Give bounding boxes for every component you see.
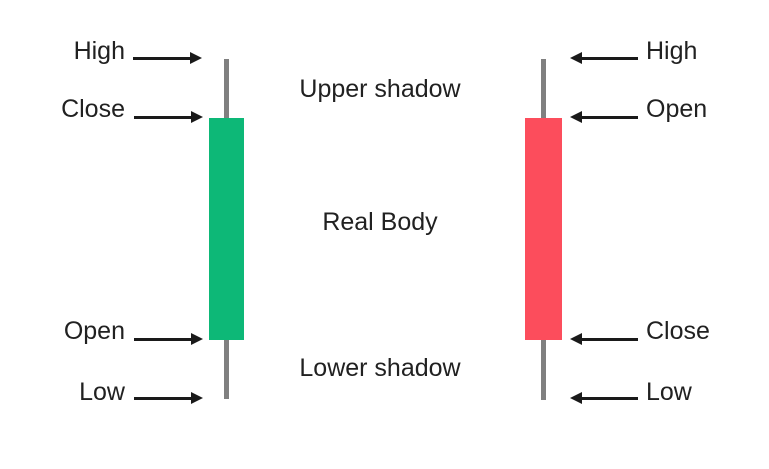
left-close-label: Close <box>61 95 125 123</box>
left-open-arrow-icon <box>134 333 203 345</box>
real-body-label: Real Body <box>322 208 438 236</box>
right-low-label: Low <box>646 378 692 406</box>
left-low-label: Low <box>79 378 125 406</box>
bullish-candle-body <box>209 118 244 340</box>
right-close-label: Close <box>646 317 710 345</box>
upper-shadow-label: Upper shadow <box>299 75 461 103</box>
right-low-arrow-icon <box>570 392 638 404</box>
right-high-arrow-icon <box>570 52 638 64</box>
right-open-label: Open <box>646 95 708 123</box>
left-high-label: High <box>73 37 125 65</box>
left-open-label: Open <box>63 317 125 345</box>
right-open-arrow-icon <box>570 111 638 123</box>
left-close-arrow-icon <box>134 111 203 123</box>
bearish-candle-body <box>525 118 562 340</box>
left-high-arrow-icon <box>133 52 202 64</box>
right-close-arrow-icon <box>570 333 638 345</box>
right-high-label: High <box>646 37 698 65</box>
lower-shadow-label: Lower shadow <box>299 354 461 382</box>
left-low-arrow-icon <box>134 392 203 404</box>
